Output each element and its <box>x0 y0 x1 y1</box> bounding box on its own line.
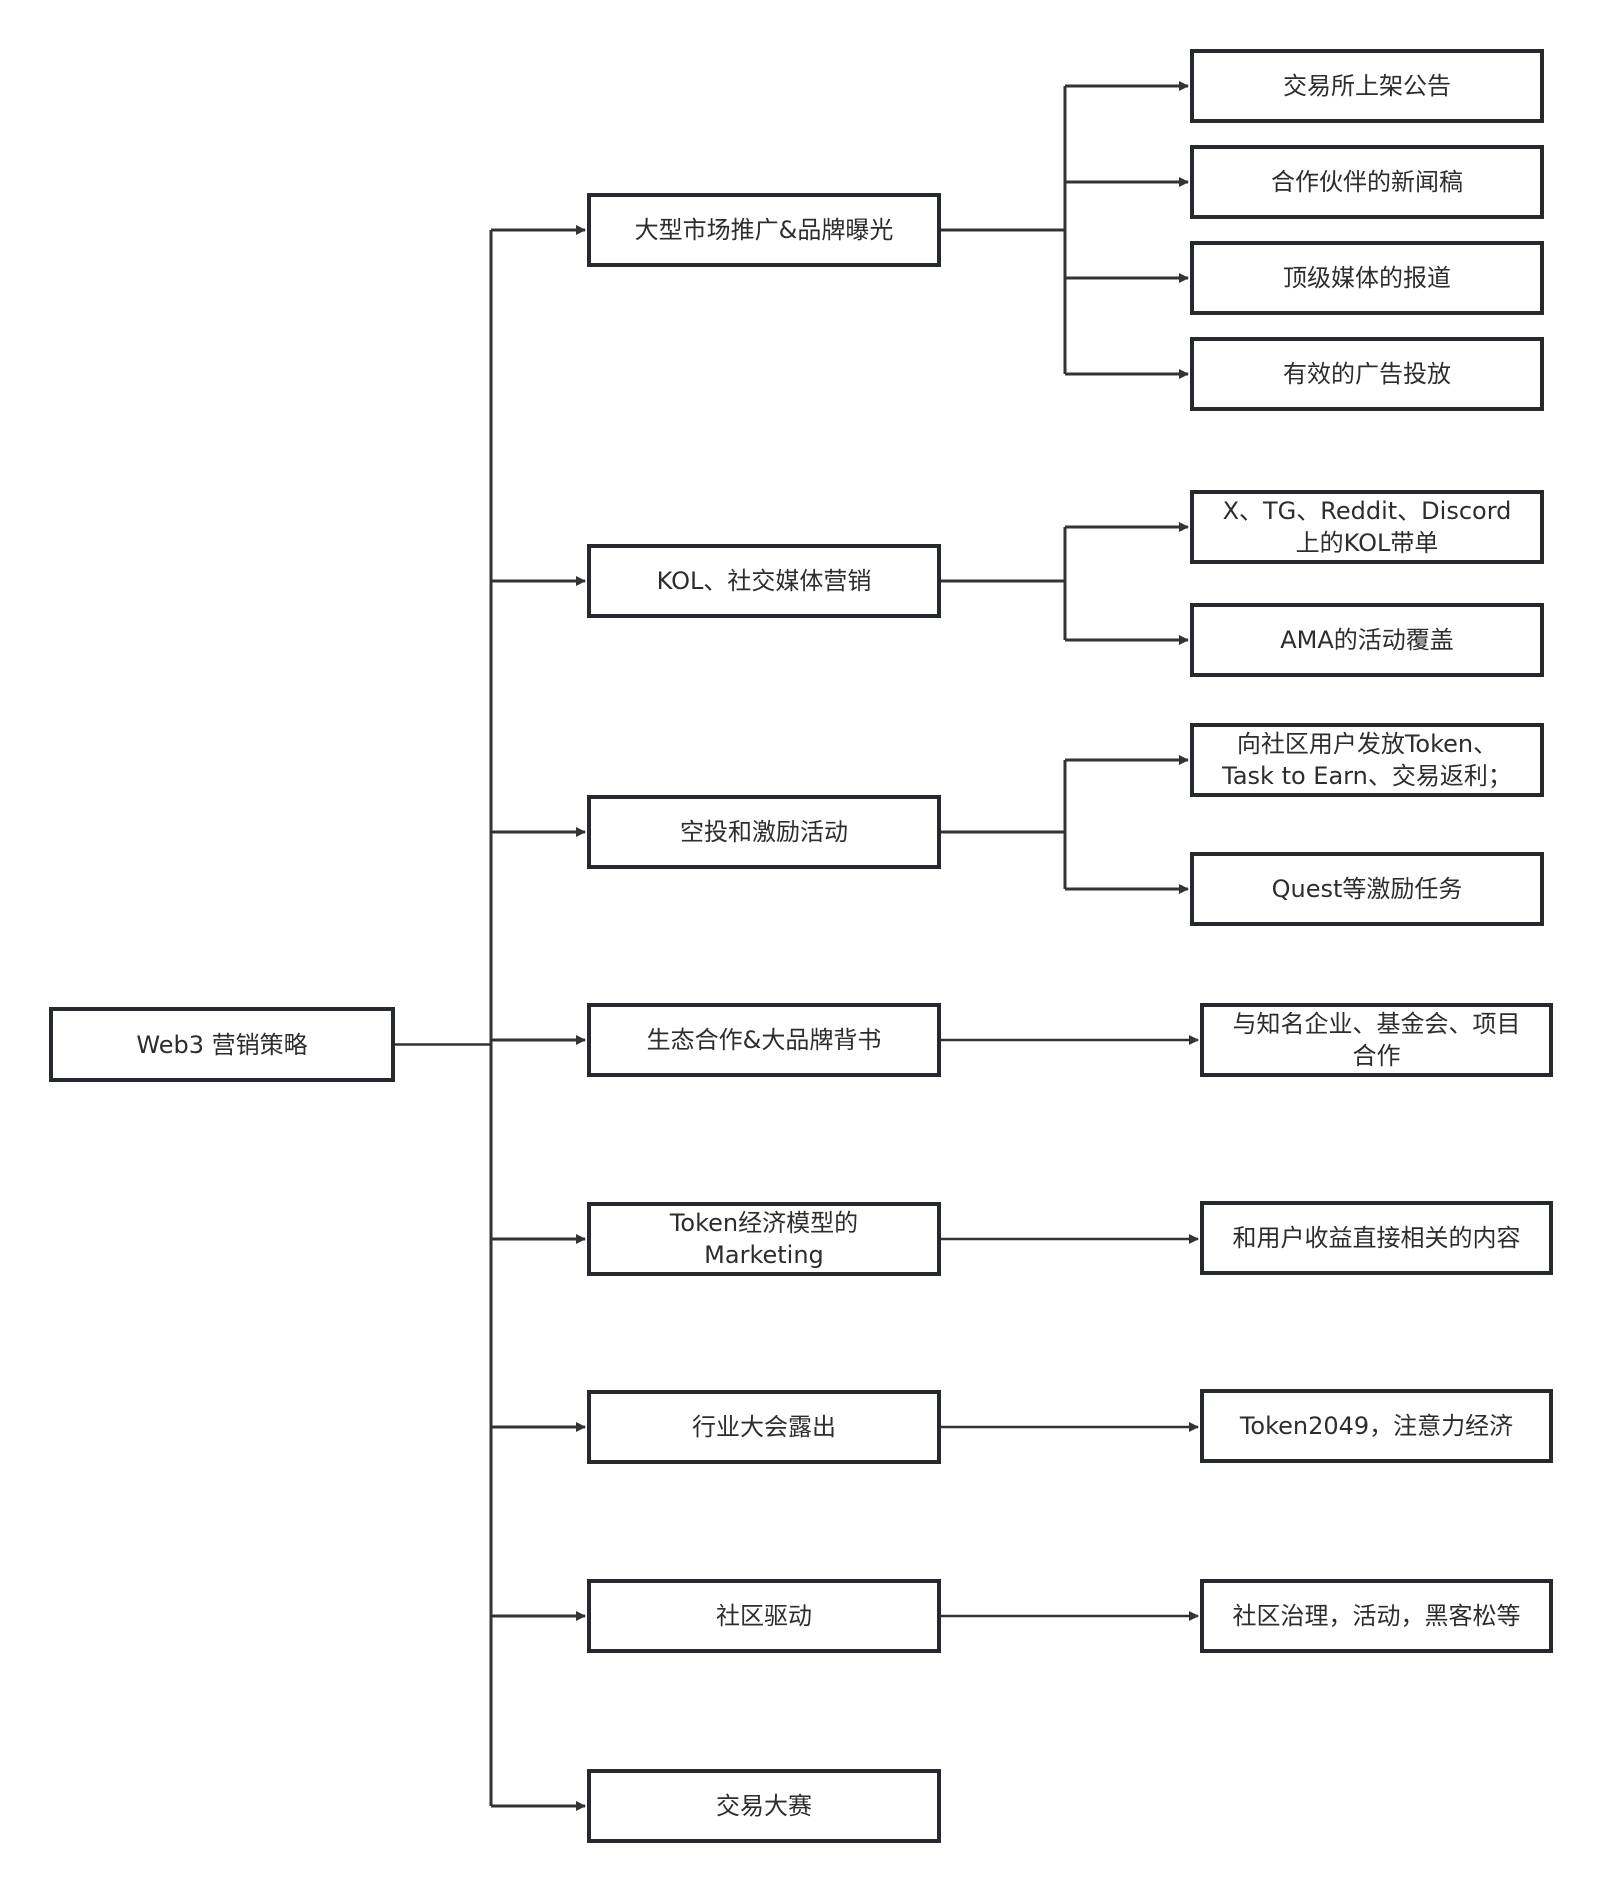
branch-node-5: Token经济模型的 Marketing <box>587 1202 941 1276</box>
leaf-node-2-2-label: AMA的活动覆盖 <box>1280 626 1454 654</box>
branch-node-3: 空投和激励活动 <box>587 795 941 869</box>
leaf-node-3-1: 向社区用户发放Token、 Task to Earn、交易返利； <box>1190 723 1544 797</box>
branch-node-2: KOL、社交媒体营销 <box>587 544 941 618</box>
leaf-node-3-2: Quest等激励任务 <box>1190 852 1544 926</box>
branch-node-7-label: 社区驱动 <box>716 1602 812 1630</box>
leaf-node-4-1: 与知名企业、基金会、项目 合作 <box>1200 1003 1553 1077</box>
leaf-node-1-1-label: 交易所上架公告 <box>1283 72 1451 100</box>
branch-node-3-label: 空投和激励活动 <box>680 818 848 846</box>
branch-node-8: 交易大赛 <box>587 1769 941 1843</box>
leaf-node-6-1: Token2049，注意力经济 <box>1200 1389 1553 1463</box>
leaf-node-1-4: 有效的广告投放 <box>1190 337 1544 411</box>
branch-node-2-label: KOL、社交媒体营销 <box>656 567 872 595</box>
branch-node-1: 大型市场推广&品牌曝光 <box>587 193 941 267</box>
leaf-node-1-2-label: 合作伙伴的新闻稿 <box>1271 168 1463 196</box>
leaf-node-1-3: 顶级媒体的报道 <box>1190 241 1544 315</box>
leaf-node-3-2-label: Quest等激励任务 <box>1271 875 1463 903</box>
leaf-node-3-1-label: 向社区用户发放Token、 Task to Earn、交易返利； <box>1222 730 1512 790</box>
branch-node-5-label: Token经济模型的 Marketing <box>669 1209 859 1269</box>
leaf-node-2-1-label: X、TG、Reddit、Discord 上的KOL带单 <box>1222 497 1512 557</box>
branch-node-4-label: 生态合作&大品牌背书 <box>646 1026 882 1054</box>
leaf-node-1-1: 交易所上架公告 <box>1190 49 1544 123</box>
branch-node-7: 社区驱动 <box>587 1579 941 1653</box>
leaf-node-1-2: 合作伙伴的新闻稿 <box>1190 145 1544 219</box>
leaf-node-4-1-label: 与知名企业、基金会、项目 合作 <box>1232 1010 1521 1070</box>
root-node-label: Web3 营销策略 <box>136 1030 308 1059</box>
leaf-node-7-1-label: 社区治理，活动，黑客松等 <box>1232 1602 1521 1630</box>
branch-node-6: 行业大会露出 <box>587 1390 941 1464</box>
leaf-node-5-1: 和用户收益直接相关的内容 <box>1200 1201 1553 1275</box>
leaf-node-2-1: X、TG、Reddit、Discord 上的KOL带单 <box>1190 490 1544 564</box>
branch-node-4: 生态合作&大品牌背书 <box>587 1003 941 1077</box>
leaf-node-1-4-label: 有效的广告投放 <box>1283 360 1451 388</box>
leaf-node-7-1: 社区治理，活动，黑客松等 <box>1200 1579 1553 1653</box>
leaf-node-5-1-label: 和用户收益直接相关的内容 <box>1232 1224 1521 1252</box>
leaf-node-2-2: AMA的活动覆盖 <box>1190 603 1544 677</box>
leaf-node-1-3-label: 顶级媒体的报道 <box>1283 264 1451 292</box>
branch-node-1-label: 大型市场推广&品牌曝光 <box>634 216 894 244</box>
branch-node-8-label: 交易大赛 <box>716 1792 812 1820</box>
leaf-node-6-1-label: Token2049，注意力经济 <box>1239 1412 1514 1440</box>
branch-node-6-label: 行业大会露出 <box>692 1413 836 1441</box>
root-node: Web3 营销策略 <box>49 1007 395 1082</box>
